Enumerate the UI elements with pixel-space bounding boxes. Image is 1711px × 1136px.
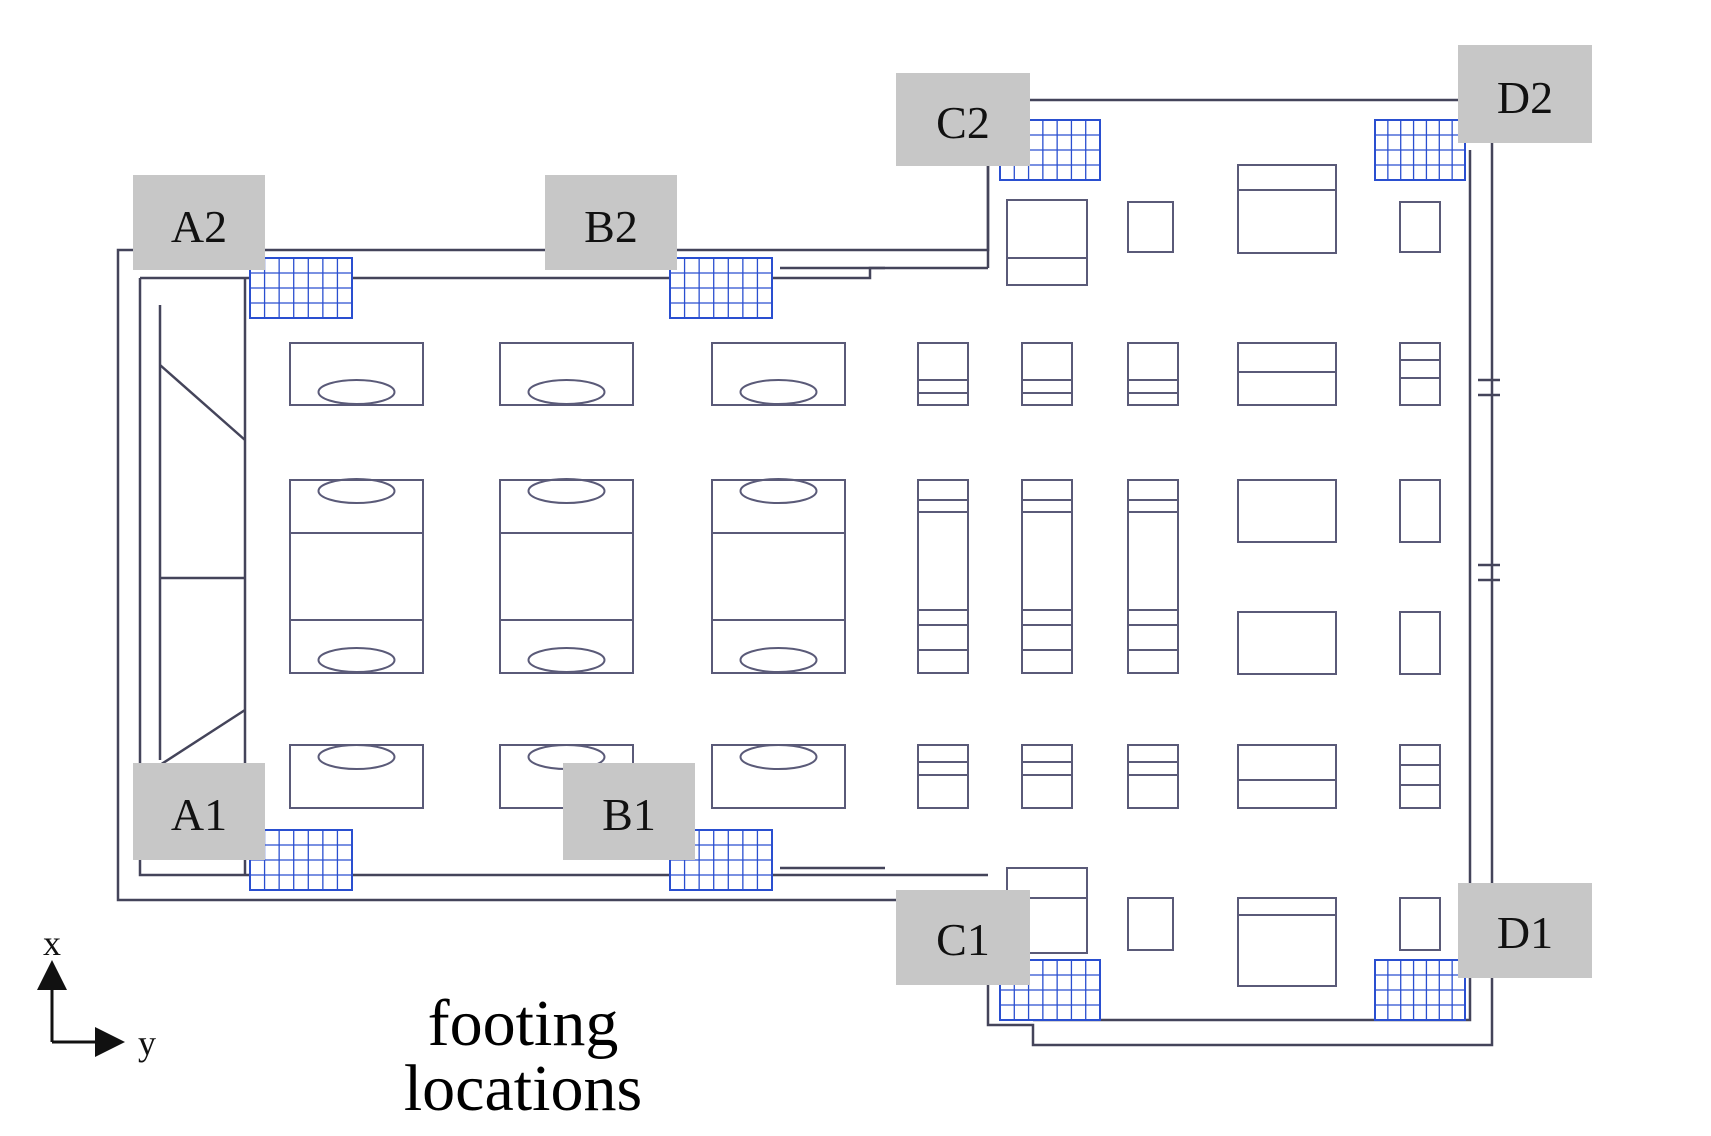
pad-A2 bbox=[249, 257, 353, 319]
equipment-block bbox=[289, 479, 424, 674]
pad-A1 bbox=[249, 829, 353, 891]
label-box-B1 bbox=[563, 763, 695, 860]
label-C2: C2 bbox=[936, 97, 990, 148]
label-A1: A1 bbox=[171, 789, 227, 840]
equipment-detail bbox=[317, 478, 396, 504]
equipment-block bbox=[1127, 744, 1179, 809]
equipment-detail bbox=[317, 379, 396, 405]
equipment-block bbox=[499, 342, 634, 406]
equipment-block bbox=[711, 479, 846, 674]
equipment-detail bbox=[739, 647, 818, 673]
caption-line-2: locations bbox=[404, 1052, 642, 1125]
equipment-block bbox=[1021, 479, 1073, 674]
equipment-detail bbox=[527, 379, 606, 405]
caption: footing locations bbox=[404, 987, 642, 1125]
pad-D1 bbox=[1374, 959, 1466, 1021]
equipment-block bbox=[1006, 199, 1088, 286]
equipment-block bbox=[1237, 342, 1337, 406]
equipment-block bbox=[1237, 611, 1337, 675]
label-C1: C1 bbox=[936, 914, 990, 965]
equipment-blocks bbox=[289, 164, 1441, 987]
equipment-detail bbox=[739, 379, 818, 405]
equipment-block bbox=[1399, 201, 1441, 253]
equipment-block bbox=[1021, 744, 1073, 809]
equipment-block bbox=[711, 342, 846, 406]
label-box-D2 bbox=[1458, 45, 1592, 143]
label-box-A2 bbox=[133, 175, 265, 270]
caption-line-1: footing bbox=[428, 987, 619, 1060]
equipment-block bbox=[1021, 342, 1073, 406]
footing-pads bbox=[249, 119, 1466, 1021]
label-B1: B1 bbox=[602, 789, 656, 840]
equipment-block bbox=[711, 744, 846, 809]
equipment-block bbox=[1237, 164, 1337, 254]
label-box-A1 bbox=[133, 763, 265, 860]
label-box-C2 bbox=[896, 73, 1030, 166]
equipment-block bbox=[1237, 479, 1337, 543]
equipment-block bbox=[1399, 342, 1441, 406]
label-B2: B2 bbox=[584, 201, 638, 252]
equipment-block bbox=[1399, 897, 1441, 951]
equipment-block bbox=[1399, 611, 1441, 675]
outer-wall bbox=[116, 98, 1494, 1047]
equipment-detail bbox=[317, 647, 396, 673]
equipment-detail bbox=[527, 647, 606, 673]
label-box-C1 bbox=[896, 890, 1030, 985]
equipment-block bbox=[289, 342, 424, 406]
inner-wall bbox=[138, 140, 1472, 1022]
y-axis-label: y bbox=[138, 1023, 156, 1063]
equipment-detail bbox=[317, 744, 396, 770]
equipment-block bbox=[1127, 201, 1174, 253]
equipment-block bbox=[1399, 744, 1441, 809]
pad-B2 bbox=[669, 257, 773, 319]
equipment-block bbox=[1127, 479, 1179, 674]
equipment-block bbox=[1237, 897, 1337, 987]
equipment-block bbox=[917, 479, 969, 674]
label-D2: D2 bbox=[1497, 72, 1553, 123]
equipment-block bbox=[289, 744, 424, 809]
equipment-block bbox=[1399, 479, 1441, 543]
equipment-block bbox=[917, 342, 969, 406]
equipment-detail bbox=[739, 744, 818, 770]
pad-D2 bbox=[1374, 119, 1466, 181]
equipment-block bbox=[917, 744, 969, 809]
x-axis-label: x bbox=[43, 923, 61, 963]
building-outline bbox=[116, 98, 1500, 1047]
label-box-D1 bbox=[1458, 883, 1592, 978]
label-box-B2 bbox=[545, 175, 677, 270]
equipment-detail bbox=[527, 478, 606, 504]
equipment-detail bbox=[739, 478, 818, 504]
equipment-block bbox=[1127, 897, 1174, 951]
axis-indicator: x y bbox=[37, 923, 156, 1063]
label-D1: D1 bbox=[1497, 907, 1553, 958]
equipment-block bbox=[499, 479, 634, 674]
footing-labels: A2 B2 C2 D2 A1 B1 C1 D1 bbox=[133, 45, 1592, 985]
label-A2: A2 bbox=[171, 201, 227, 252]
equipment-block bbox=[1127, 342, 1179, 406]
equipment-block bbox=[1237, 744, 1337, 809]
